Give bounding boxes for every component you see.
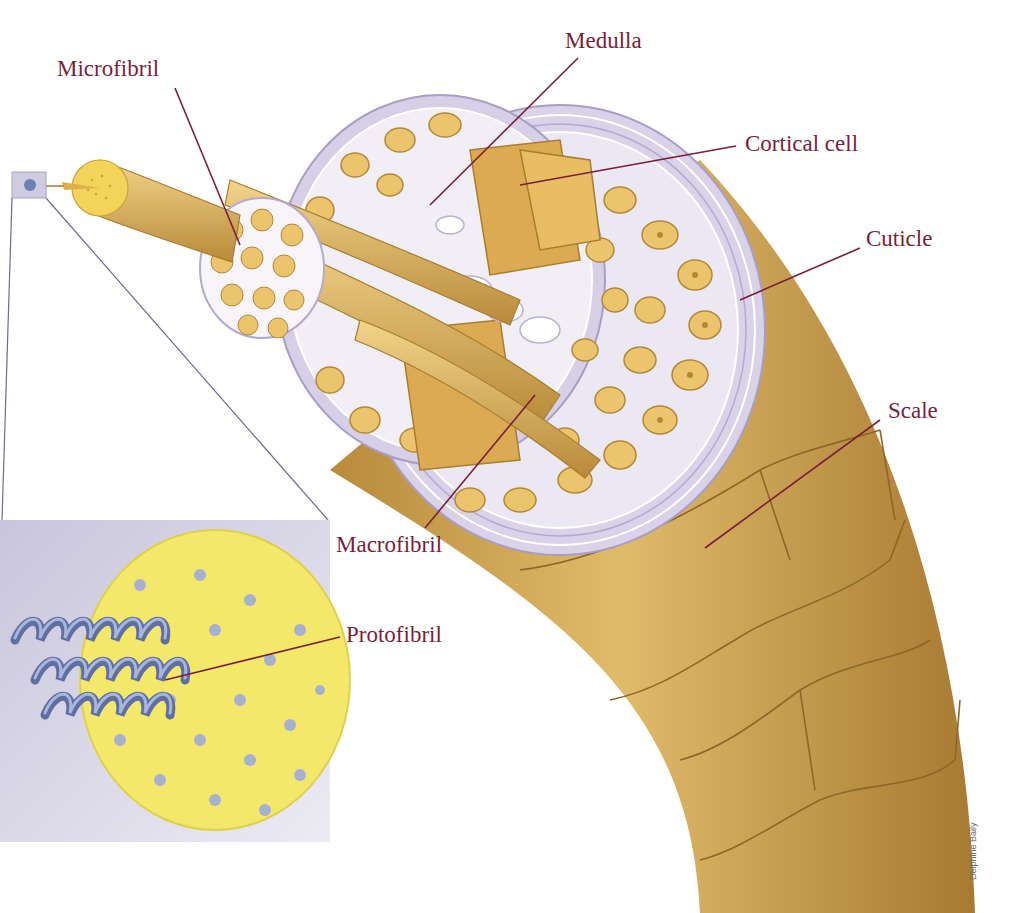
part-label: Medulla [565, 28, 642, 53]
part-label: Scale [888, 398, 938, 423]
part-label: Macrofibril [336, 532, 442, 557]
part-label: Cortical cell [745, 131, 858, 156]
artist-credit: Delphine Baily [968, 822, 978, 880]
part-label: Cuticle [866, 226, 932, 251]
part-label: Protofibril [346, 622, 442, 647]
part-label: Microfibril [57, 56, 159, 81]
